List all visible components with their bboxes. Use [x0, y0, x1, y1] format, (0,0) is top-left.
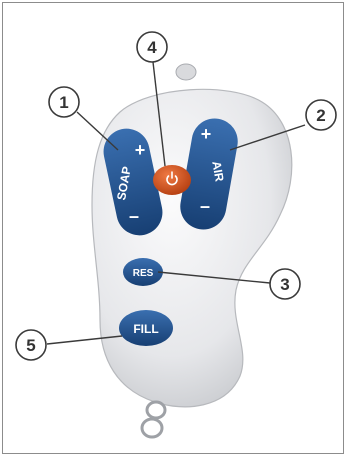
power-icon [166, 171, 178, 186]
top-loop [175, 63, 197, 81]
soap-label: SOAP [114, 165, 134, 201]
callout-3: 3 [269, 268, 301, 300]
air-plus: + [201, 124, 212, 144]
air-button[interactable]: + AIR – [177, 115, 242, 233]
callout-2: 2 [305, 99, 337, 131]
svg-text:3: 3 [280, 275, 289, 294]
soap-button[interactable]: + SOAP – [99, 124, 166, 239]
svg-text:5: 5 [26, 336, 35, 355]
callout-5: 5 [15, 329, 47, 361]
callout-leaders [46, 61, 306, 345]
svg-text:1: 1 [59, 93, 68, 112]
fill-label: FILL [133, 322, 158, 336]
air-minus: – [200, 196, 210, 216]
res-button[interactable]: RES [123, 258, 163, 286]
key-ring [140, 400, 167, 439]
soap-minus: – [129, 206, 139, 226]
soap-plus: + [135, 140, 146, 160]
res-label: RES [133, 268, 154, 279]
svg-text:2: 2 [316, 106, 325, 125]
air-label: AIR [209, 160, 226, 183]
power-button[interactable] [153, 165, 191, 195]
callout-4: 4 [136, 31, 168, 63]
callout-1: 1 [48, 86, 80, 118]
fill-button[interactable]: FILL [119, 310, 173, 346]
svg-text:4: 4 [147, 38, 157, 57]
